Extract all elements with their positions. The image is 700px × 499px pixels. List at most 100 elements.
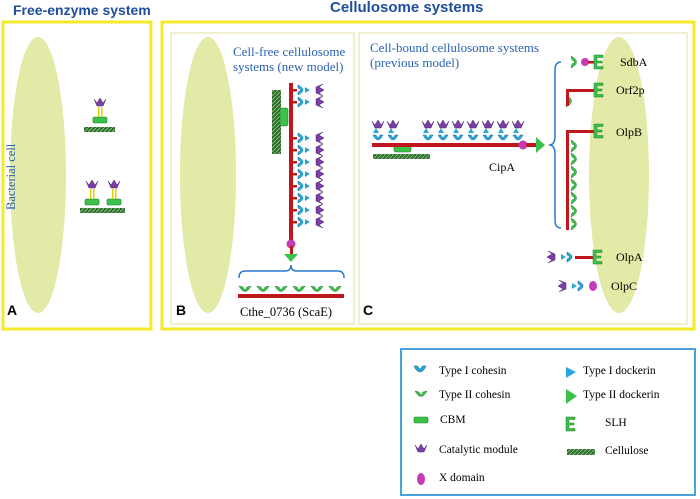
panel-c-letter: C [363, 302, 374, 318]
panel-a-frame [1, 20, 153, 331]
scae-scaffold [238, 294, 344, 298]
type-i-dockerin-icon [305, 135, 310, 141]
type-ii-cohesin-icon [570, 204, 577, 218]
catalytic-module-icon [315, 143, 325, 157]
anchor-label-olpa: OlpA [616, 250, 643, 264]
anchor-olpa [546, 249, 603, 265]
panel-b-title: Cell-free cellulosome systems (new model… [233, 44, 345, 74]
free-enzyme-1 [84, 97, 115, 132]
type-ii-cohesin-icon [274, 285, 288, 292]
type-i-cohesin-icon [452, 134, 464, 141]
panel-c-title: Cell-bound cellulosome systems (previous… [370, 40, 539, 70]
type-ii-cohesin-icon [570, 191, 577, 205]
cipa-label: CipA [489, 160, 516, 174]
catalytic-module-icon [315, 191, 325, 205]
anchor-olpb [566, 123, 604, 231]
type-i-cohesin-icon [437, 134, 449, 141]
cohesin-row-b [293, 83, 325, 229]
type-i-dockerin-icon [305, 147, 310, 153]
type-i-cohesin-icon [387, 134, 399, 141]
panel-b-letter: B [176, 302, 187, 318]
catalytic-module-icon [436, 119, 450, 129]
catalytic-module-icon [496, 119, 510, 129]
legend-slh: SLH [605, 417, 627, 429]
type-i-cohesin-icon [297, 96, 304, 108]
legend-cbm: CBM [440, 414, 466, 426]
legend-type-i-cohesin: Type I cohesin [439, 365, 507, 377]
catalytic-module-icon [481, 119, 495, 129]
legend-x-domain: X domain [439, 472, 485, 484]
catalytic-module-icon [466, 119, 480, 129]
type-i-dockerin-icon [305, 195, 310, 201]
panel-c-frame [358, 32, 688, 325]
panel-a-letter: A [7, 302, 18, 318]
panel-c-title-line2: (previous model) [370, 55, 460, 70]
catalytic-module-icon [421, 119, 435, 129]
type-i-dockerin-icon [438, 128, 444, 133]
bacterial-cell-a [10, 37, 66, 313]
type-i-dockerin-icon [305, 219, 310, 225]
panel-b-frame [170, 32, 355, 325]
anchor-label-olpc: OlpC [611, 279, 638, 293]
type-i-dockerin-icon [373, 128, 379, 133]
panel-b-title-line2: systems (new model) [233, 59, 344, 74]
type-i-cohesin-icon [422, 134, 434, 141]
anchor-orf2p [565, 82, 604, 108]
type-i-dockerin-icon [305, 207, 310, 213]
type-i-dockerin-icon [305, 159, 310, 165]
type-ii-cohesin-icon [570, 165, 577, 179]
type-i-cohesin-icon [297, 216, 304, 228]
legend-type-ii-dockerin: Type II dockerin [583, 389, 660, 401]
type-i-dockerin-icon [498, 128, 504, 133]
type-i-dockerin-icon [388, 128, 394, 133]
brace-c [548, 61, 562, 229]
type-ii-cohesin-icon [238, 285, 252, 292]
legend-box [400, 348, 696, 496]
free-enzyme-2 [80, 179, 125, 213]
type-i-cohesin-icon [297, 132, 304, 144]
catalytic-module-icon [315, 203, 325, 217]
catalytic-module-icon [386, 119, 400, 129]
catalytic-module-icon [371, 119, 385, 129]
panel-bc-frame [160, 20, 696, 331]
bacterial-cell-label: Bacterial cell [4, 143, 18, 210]
panel-b-title-line1: Cell-free cellulosome [233, 44, 346, 59]
type-i-dockerin-icon [483, 128, 489, 133]
catalytic-module-icon [315, 215, 325, 229]
type-ii-cohesin-icon [570, 139, 577, 153]
scaffold-c [371, 119, 545, 159]
type-i-cohesin-icon [297, 204, 304, 216]
catalytic-module-icon [511, 119, 525, 129]
type-i-cohesin-icon [482, 134, 494, 141]
catalytic-module-icon [315, 179, 325, 193]
type-i-dockerin-icon [305, 87, 310, 93]
catalytic-module-icon [315, 95, 325, 109]
type-i-dockerin-icon [305, 183, 310, 189]
anchor-label-sdba: SdbA [620, 55, 648, 69]
anchor-label-orf2p: Orf2p [616, 83, 645, 97]
anchor-label-olpb: OlpB [616, 125, 643, 139]
scaffold-b [272, 83, 325, 262]
type-i-cohesin-icon [497, 134, 509, 141]
type-ii-cohesin-icon [570, 217, 577, 231]
type-i-dockerin-icon [305, 171, 310, 177]
cellulosome-header: Cellulosome systems [330, 0, 484, 16]
legend-type-i-dockerin: Type I dockerin [583, 365, 656, 377]
legend-cellulose: Cellulose [605, 445, 649, 457]
type-ii-cohesin-icon [292, 285, 306, 292]
scae-label: Cthe_0736 (ScaE) [240, 305, 332, 319]
legend-catalytic-module: Catalytic module [439, 444, 518, 456]
legend-type-ii-cohesin: Type II cohesin [439, 389, 511, 401]
anchor-olpc [557, 279, 597, 293]
type-i-dockerin-icon [423, 128, 429, 133]
type-i-dockerin-icon [513, 128, 519, 133]
type-i-cohesin-icon [372, 134, 384, 141]
type-ii-cohesin-icon [310, 285, 324, 292]
catalytic-module-icon [315, 167, 325, 181]
catalytic-module-icon [315, 155, 325, 169]
type-i-cohesin-icon [297, 144, 304, 156]
catalytic-module-icon [451, 119, 465, 129]
type-ii-cohesin-icon [256, 285, 270, 292]
type-i-cohesin-icon [512, 134, 524, 141]
